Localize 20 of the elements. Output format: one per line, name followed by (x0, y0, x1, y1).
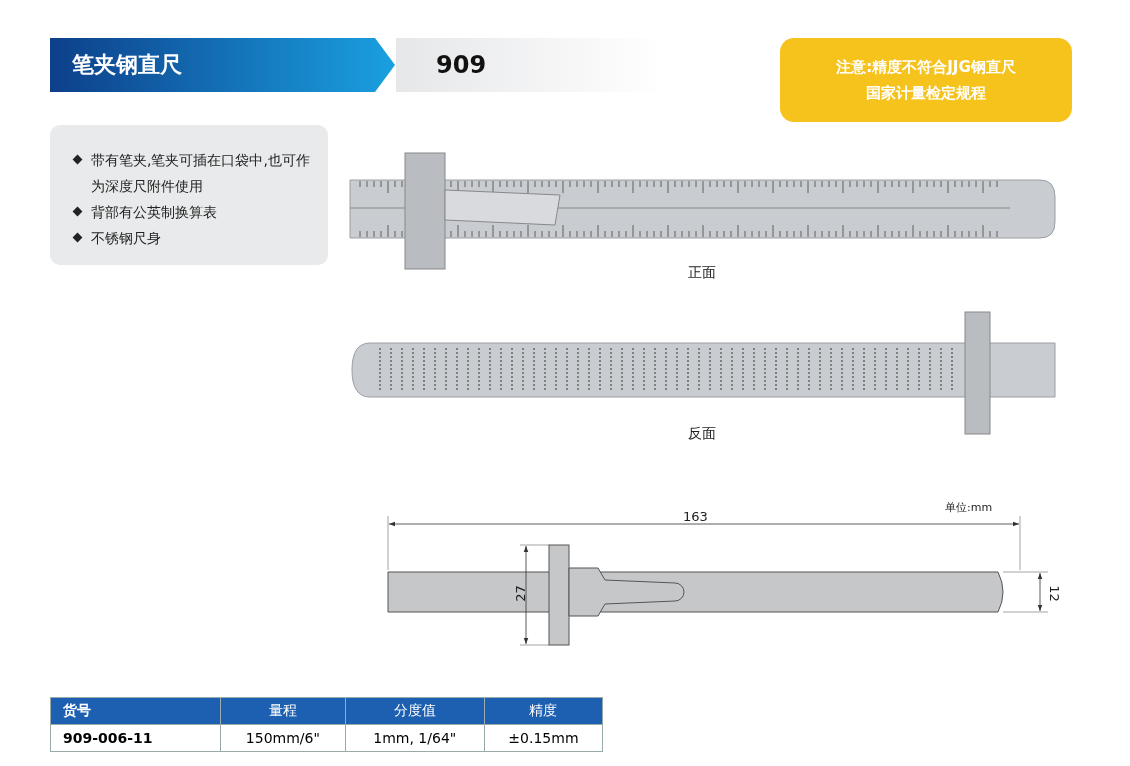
table-cell: 909-006-11 (50, 724, 221, 752)
dimension-value: 27 (512, 585, 528, 602)
feature-panel (50, 125, 328, 265)
dimension-value: 163 (683, 509, 708, 524)
table-header-cell: 量程 (220, 697, 346, 725)
table-cell: 1mm, 1/64" (345, 724, 485, 752)
table-cell: 150mm/6" (220, 724, 346, 752)
table-header-cell: 精度 (484, 697, 603, 725)
feature-text: 带有笔夹,笔夹可插在口袋中,也可作为深度尺附件使用 (91, 151, 311, 196)
table-header-cell: 分度值 (345, 697, 485, 725)
feature-text: 背部有公英制换算表 (91, 203, 217, 222)
table-header-cell: 货号 (50, 697, 221, 725)
dimension-value: 12 (1046, 585, 1062, 602)
view-caption: 反面 (688, 425, 716, 443)
notice-box: 注意:精度不符合JJG钢直尺国家计量检定规程 (780, 38, 1072, 122)
title-banner: 笔夹钢直尺 (50, 38, 395, 92)
unit-note: 单位:mm (945, 500, 993, 515)
table-cell: ±0.15mm (484, 724, 603, 752)
feature-text: 不锈钢尺身 (91, 229, 161, 248)
view-caption: 正面 (688, 264, 716, 282)
